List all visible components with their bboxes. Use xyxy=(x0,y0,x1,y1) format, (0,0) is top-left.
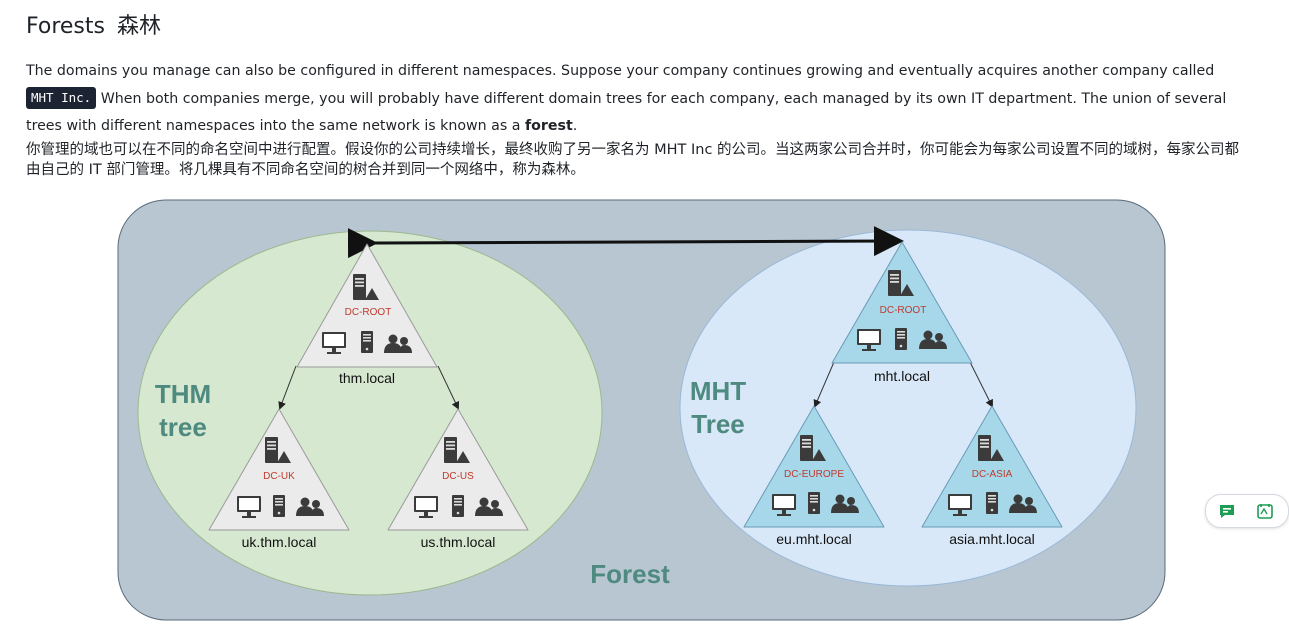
intro-text-3: . xyxy=(572,118,578,134)
mht-tree-label-1: MHT xyxy=(690,376,746,406)
dc-label: DC-UK xyxy=(263,471,295,482)
domain-name: thm.local xyxy=(339,370,395,386)
server-icon xyxy=(808,492,820,514)
thm-link-right xyxy=(437,365,460,410)
mht-europe-node: DC-EUROPE eu.mht.local xyxy=(743,405,885,547)
domain-name: eu.mht.local xyxy=(776,531,851,547)
title-english: Forests xyxy=(26,14,105,39)
mht-asia-node: DC-ASIA asia.mht.local xyxy=(921,405,1063,547)
thm-tree-label-2: tree xyxy=(159,412,207,442)
server-icon xyxy=(895,328,907,350)
page-title: Forests 森林 xyxy=(26,8,161,40)
dc-label: DC-US xyxy=(442,471,474,482)
floating-toolbar xyxy=(1205,494,1289,528)
intro-paragraph: The domains you manage can also be confi… xyxy=(26,58,1256,141)
dc-label: DC-ROOT xyxy=(345,307,392,318)
server-icon xyxy=(986,492,998,514)
forest-term: forest xyxy=(524,118,573,134)
dc-label: DC-ROOT xyxy=(880,305,927,316)
thm-link-left xyxy=(278,365,297,410)
domain-name: asia.mht.local xyxy=(949,531,1035,547)
title-chinese: 森林 xyxy=(116,14,161,39)
intro-text-1: The domains you manage can also be confi… xyxy=(26,63,1215,79)
forest-label: Forest xyxy=(590,559,670,589)
mht-root-node: DC-ROOT mht.local xyxy=(831,241,973,384)
thm-tree-label-1: THM xyxy=(155,379,211,409)
translate-icon[interactable] xyxy=(1254,500,1276,522)
domain-name: uk.thm.local xyxy=(242,534,317,550)
intro-text-2: When both companies merge, you will prob… xyxy=(26,90,1227,135)
domain-name: mht.local xyxy=(874,368,930,384)
server-icon xyxy=(452,495,464,517)
server-icon xyxy=(361,331,373,353)
thm-root-node: DC-ROOT thm.local xyxy=(296,243,438,386)
mht-link-left xyxy=(813,361,835,408)
forest-trust-arrow xyxy=(347,226,904,259)
mht-tree-label-2: Tree xyxy=(691,409,745,439)
dc-label: DC-EUROPE xyxy=(784,469,844,480)
domain-name: us.thm.local xyxy=(421,534,496,550)
inline-code: MHT Inc. xyxy=(26,86,97,109)
translation-paragraph: 你管理的域也可以在不同的命名空间中进行配置。假设你的公司持续增长，最终收购了另一… xyxy=(26,142,1240,178)
dc-label: DC-ASIA xyxy=(972,469,1013,480)
thm-uk-node: DC-UK uk.thm.local xyxy=(208,408,350,550)
server-icon xyxy=(273,495,285,517)
thm-us-node: DC-US us.thm.local xyxy=(387,408,529,550)
mht-link-right xyxy=(969,361,993,408)
chat-icon[interactable] xyxy=(1216,500,1238,522)
